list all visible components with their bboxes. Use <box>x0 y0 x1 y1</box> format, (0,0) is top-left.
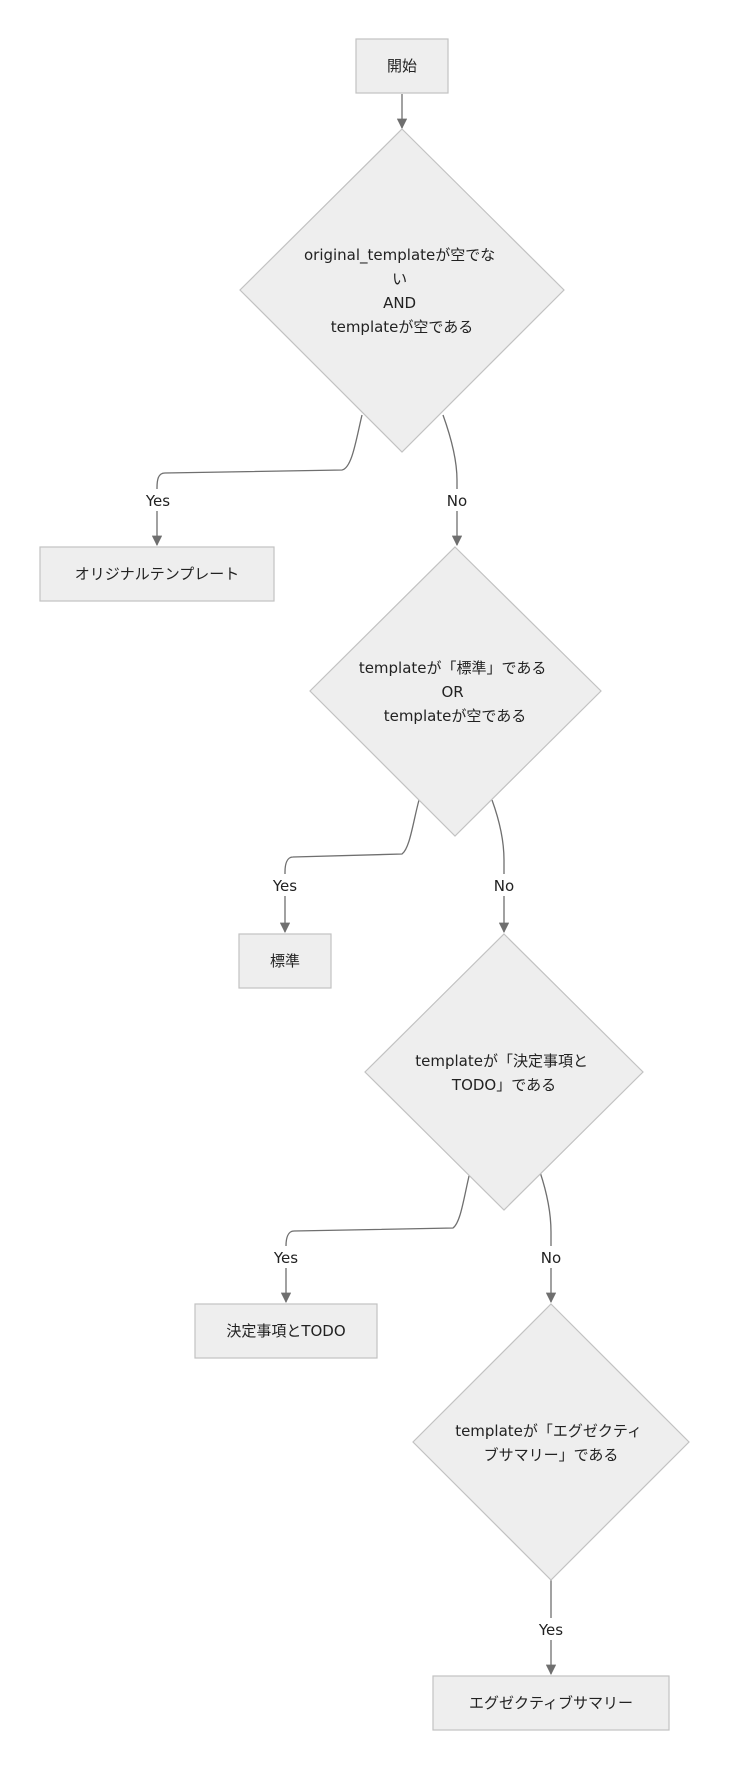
edge-label-d1-yes: Yes <box>142 489 174 511</box>
edge-label-text: No <box>494 877 514 895</box>
node-decision4-label: templateが「エグゼクティ ブサマリー」である <box>455 1422 647 1464</box>
edge-label-text: No <box>447 492 467 510</box>
node-decision3-label: templateが「決定事項と TODO」である <box>415 1052 593 1094</box>
node-decision4: templateが「エグゼクティ ブサマリー」である <box>412 1303 690 1581</box>
node-original-template: オリジナルテンプレート <box>39 546 275 602</box>
node-decision1: original_templateが空でな い AND templateが空であ… <box>239 128 565 453</box>
edges <box>151 94 557 1676</box>
edge-decision2-no <box>491 799 510 934</box>
edge-label-d3-no: No <box>535 1246 567 1268</box>
edge-label-d1-no: No <box>441 489 473 511</box>
nodes: 開始 original_templateが空でな い AND templateが… <box>39 38 690 1731</box>
edge-label-d2-yes: Yes <box>269 874 301 896</box>
edge-decision2-yes <box>279 799 420 934</box>
edge-labels: Yes No Yes No Yes No Yes <box>142 489 567 1640</box>
edge-label-text: Yes <box>145 492 170 510</box>
node-executive-summary: エグゼクティブサマリー <box>432 1675 670 1731</box>
node-standard-label: 標準 <box>270 952 300 970</box>
edge-decision3-no <box>539 1171 557 1304</box>
edge-label-text: Yes <box>273 1249 298 1267</box>
node-decision3: templateが「決定事項と TODO」である <box>364 933 644 1211</box>
node-executive-summary-label: エグゼクティブサマリー <box>469 1694 633 1712</box>
edge-decision3-yes <box>280 1171 471 1304</box>
node-original-template-label: オリジナルテンプレート <box>75 565 240 583</box>
node-standard: 標準 <box>238 933 332 989</box>
edge-label-d4-yes: Yes <box>535 1618 567 1640</box>
node-start: 開始 <box>355 38 449 94</box>
edge-label-d3-yes: Yes <box>270 1246 302 1268</box>
node-decision1-label: original_templateが空でな い AND templateが空であ… <box>304 246 500 336</box>
edge-decision1-no <box>442 414 463 547</box>
edge-label-text: No <box>541 1249 561 1267</box>
edge-decision1-yes <box>151 414 363 547</box>
node-decisions-todo-label: 決定事項とTODO <box>226 1322 345 1340</box>
node-decisions-todo: 決定事項とTODO <box>194 1303 378 1359</box>
edge-label-text: Yes <box>272 877 297 895</box>
node-start-label: 開始 <box>387 57 417 75</box>
edge-label-d2-no: No <box>488 874 520 896</box>
node-decision2-label: templateが「標準」である OR templateが空である <box>359 659 551 725</box>
edge-label-text: Yes <box>538 1621 563 1639</box>
node-decision2: templateが「標準」である OR templateが空である <box>309 546 602 837</box>
